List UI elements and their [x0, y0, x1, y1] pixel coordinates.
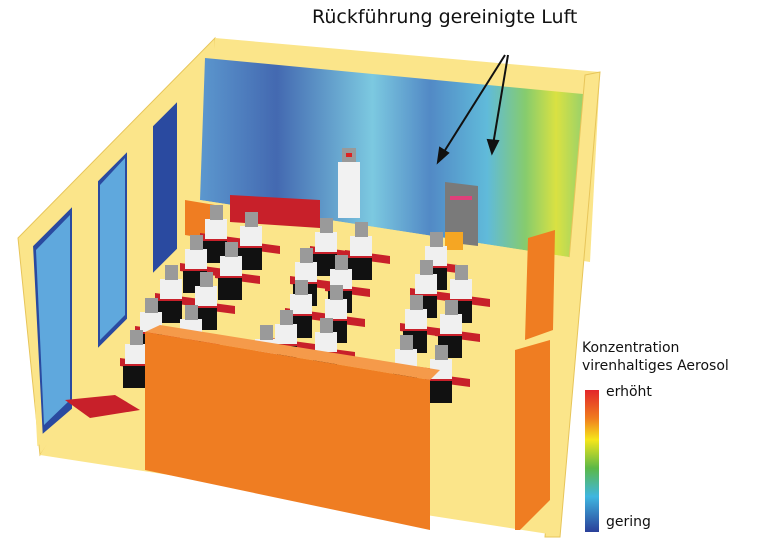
legend-title-line2: virenhaltiges Aerosol	[582, 358, 729, 374]
annotation-label: Rückführung gereinigte Luft	[312, 6, 578, 28]
teacher-figure	[338, 148, 360, 218]
right-front-partition	[515, 340, 550, 530]
legend-high-label: erhöht	[606, 384, 652, 400]
student	[215, 242, 260, 300]
student	[190, 272, 235, 330]
legend-title-line1: Konzentration	[582, 340, 680, 356]
student	[235, 212, 280, 270]
student	[200, 205, 245, 263]
legend-low-label: gering	[606, 514, 651, 530]
student	[345, 222, 390, 280]
air-purifier	[445, 182, 478, 250]
return-air-arrows	[436, 54, 509, 165]
front-partition	[145, 332, 430, 530]
right-side-partition	[525, 230, 555, 340]
student	[155, 265, 200, 323]
student	[425, 345, 470, 403]
windows	[26, 87, 183, 447]
student	[285, 280, 330, 338]
legend-color-bar	[585, 390, 599, 532]
student	[310, 218, 355, 276]
back-bench	[65, 395, 140, 418]
front-partition-top	[145, 325, 440, 380]
